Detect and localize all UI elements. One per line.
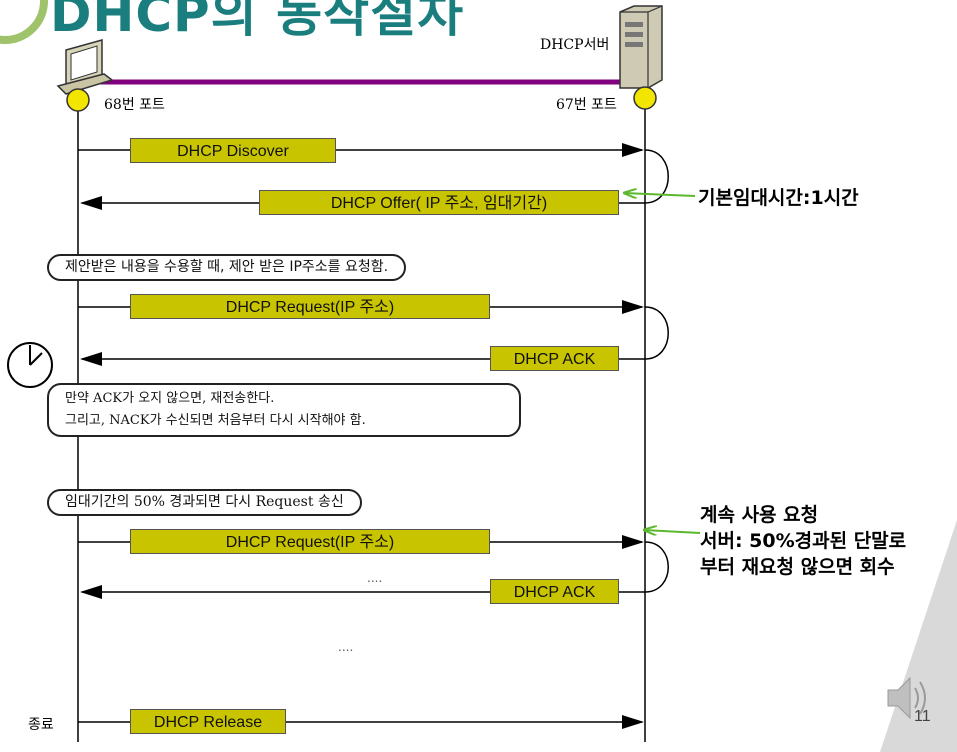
- lease-callout-arrow: [624, 193, 696, 196]
- client-port-label: 68번 포트: [104, 97, 165, 113]
- speaker-icon: [887, 676, 926, 720]
- msg-dhcp-ack-renew: DHCP ACK: [490, 579, 619, 604]
- ellipsis: ....: [338, 640, 354, 654]
- lease-callout: 기본임대시간:1시간: [698, 187, 859, 209]
- renew-callout-line2: 서버: 50%경과된 단말로: [700, 530, 907, 552]
- renew-callout-line3: 부터 재요청 않으면 회수: [700, 556, 895, 578]
- msg-dhcp-release: DHCP Release: [130, 709, 286, 734]
- end-label: 종료: [28, 717, 54, 733]
- timer-clock-icon: [7, 342, 53, 388]
- ellipsis: ....: [367, 571, 383, 585]
- client-computer-icon: [56, 39, 114, 112]
- note-accept: 제안받은 내용을 수용할 때, 제안 받은 IP주소를 요청함.: [47, 254, 407, 281]
- server-tower-icon: [619, 5, 663, 110]
- page-title: DHCP의 동작절차: [50, 0, 465, 43]
- process-loop: [644, 541, 669, 593]
- note-renew: 임대기간의 50% 경과되면 다시 Request 송신: [47, 489, 362, 516]
- msg-dhcp-offer: DHCP Offer( IP 주소, 임대기간): [259, 190, 619, 215]
- renew-callout: 계속 사용 요청 서버: 50%경과된 단말로 부터 재요청 않으면 회수: [700, 502, 906, 580]
- server-label: DHCP서버: [540, 37, 610, 53]
- msg-dhcp-request-renew: DHCP Request(IP 주소): [130, 529, 490, 554]
- renew-callout-line1: 계속 사용 요청: [700, 504, 819, 526]
- note-retry: 만약 ACK가 오지 않으면, 재전송한다. 그리고, NACK가 수신되면 처…: [47, 383, 521, 437]
- msg-dhcp-discover: DHCP Discover: [130, 138, 336, 163]
- server-port-label: 67번 포트: [556, 97, 617, 113]
- msg-dhcp-request: DHCP Request(IP 주소): [130, 294, 490, 319]
- note-retry-line1: 만약 ACK가 오지 않으면, 재전송한다.: [65, 391, 275, 406]
- note-retry-line2: 그리고, NACK가 수신되면 처음부터 다시 시작해야 함.: [65, 413, 366, 428]
- page-number: 11: [914, 708, 931, 725]
- process-loop: [644, 149, 669, 204]
- msg-dhcp-ack: DHCP ACK: [490, 346, 619, 371]
- renew-callout-arrow: [644, 530, 701, 533]
- process-loop: [644, 306, 669, 360]
